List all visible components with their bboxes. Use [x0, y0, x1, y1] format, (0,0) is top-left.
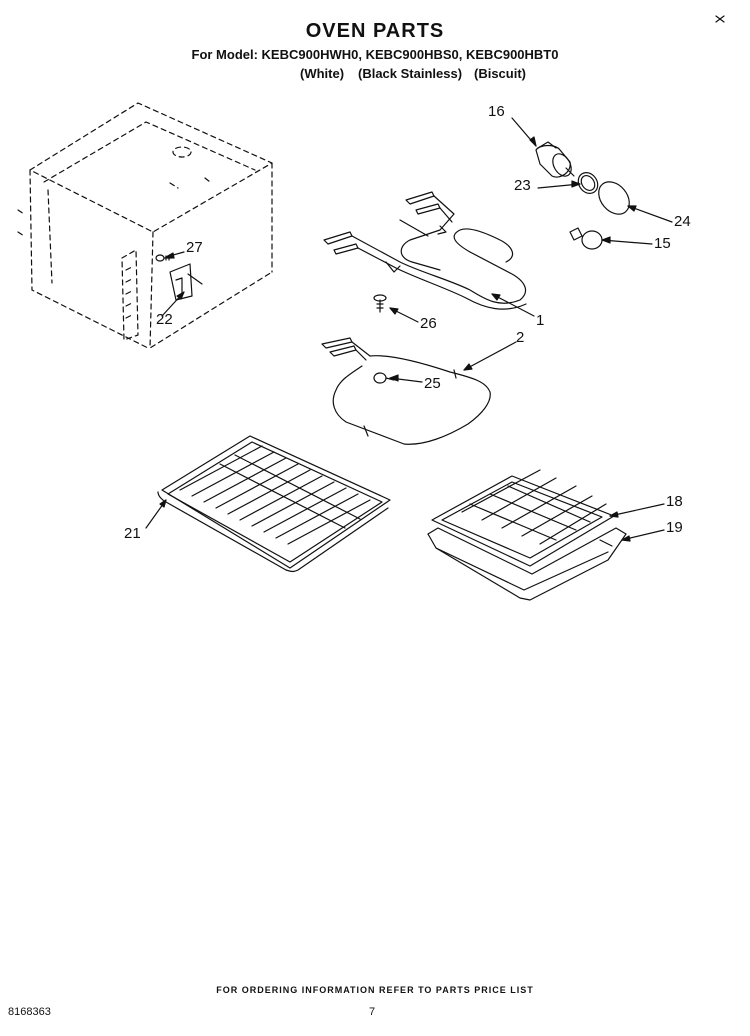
bracket-part-22 [169, 263, 203, 301]
callout-18: 18 [666, 493, 683, 510]
callout-19: 19 [666, 519, 683, 536]
bake-element-part-2 [321, 337, 491, 445]
page-title: OVEN PARTS [305, 20, 445, 42]
callout-27: 27 [186, 239, 203, 256]
light-socket-part-16 [535, 141, 575, 178]
callout-15: 15 [654, 235, 671, 252]
callout-25: 25 [424, 375, 441, 392]
lens-part-24 [598, 181, 630, 215]
callout-26: 26 [420, 315, 437, 332]
color-label-white: (White) [300, 66, 345, 81]
gasket-part-23 [577, 172, 599, 194]
document-number: 8168363 [8, 1006, 51, 1018]
ordering-note: FOR ORDERING INFORMATION REFER TO PARTS … [216, 985, 534, 995]
broil-element-part-1 [323, 191, 527, 310]
page-number: 7 [369, 1006, 376, 1018]
oven-cavity-outline [17, 102, 273, 349]
color-label-black-stainless: (Black Stainless) [358, 66, 463, 81]
broiler-grid-part-18 [431, 469, 615, 567]
callout-23: 23 [514, 177, 531, 194]
screw-part-25 [373, 372, 395, 384]
oven-rack-part-21 [157, 435, 391, 573]
screw-part-26 [373, 294, 387, 313]
broiler-pan-part-19 [427, 527, 627, 601]
model-list: For Model: KEBC900HWH0, KEBC900HBS0, KEB… [191, 47, 559, 62]
callout-1: 1 [536, 312, 545, 329]
bulb-part-15 [569, 227, 603, 250]
callout-24: 24 [674, 213, 691, 230]
leader-lines [145, 117, 673, 542]
corner-mark [715, 15, 725, 23]
color-label-biscuit: (Biscuit) [474, 66, 526, 81]
callout-22: 22 [156, 311, 173, 328]
callout-2: 2 [516, 329, 525, 346]
callout-21: 21 [124, 525, 141, 542]
callout-16: 16 [488, 103, 505, 120]
